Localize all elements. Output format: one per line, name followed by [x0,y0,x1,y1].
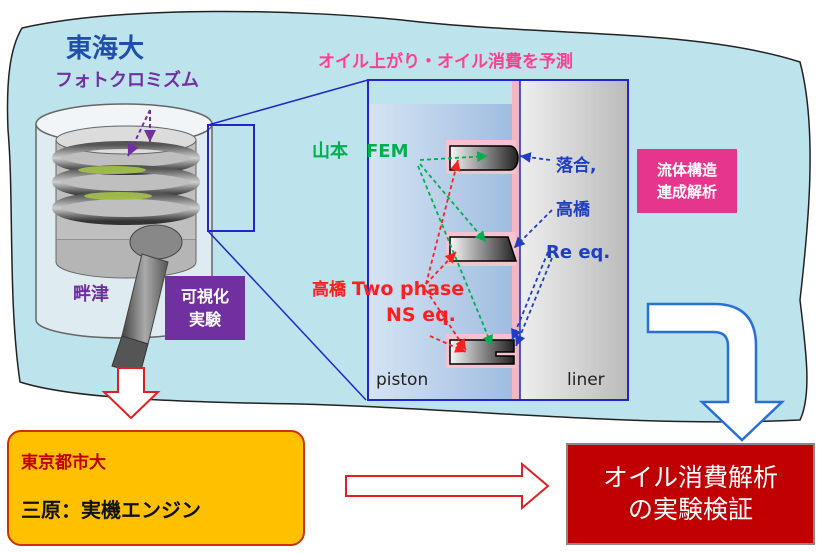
ring-cross-section [367,79,629,401]
zoom-window [207,124,255,232]
reynolds-eq-label: Re eq. [546,242,611,263]
fem-arrows [417,151,493,347]
fluid-structure-line-1: 流体構造 [656,160,717,179]
tcu-engine-box: 東京都市大 三原：実機エンジン [7,430,305,546]
takahashi-label-right: 高橋 [556,200,590,220]
takahashi-two-phase-label: 高橋 Two phase [312,280,464,299]
reynolds-arrows [511,152,553,347]
down-arrow [101,367,161,420]
tokai-label: 東海大 [66,34,145,64]
tcu-title: 東京都市大 [21,453,106,473]
ns-eq-label: NS eq. [386,304,456,326]
yamamoto-fem-label: 山本 FEM [312,141,409,162]
two-phase-label: Two phase [351,278,465,300]
visualization-line-2: 実験 [188,310,221,329]
hahatsu-label: 畔津 [73,284,109,305]
piston-label: piston [376,370,429,390]
oil-validation-line-1: オイル消費解析 [602,462,778,492]
tcu-subtitle: 三原：実機エンジン [21,498,201,522]
visualization-experiment-box: 可視化 実験 [165,276,245,340]
two-phase-arrows [425,159,467,353]
takahashi-label-left: 高橋 [312,280,346,300]
curved-arrow [646,302,786,442]
ochiai-label: 落合, [556,156,597,176]
fluid-structure-box: 流体構造 連成解析 [637,149,737,213]
photochromism-label: フォトクロミズム [55,70,199,91]
piston-illustration [52,109,200,375]
right-arrow [345,461,550,511]
oil-validation-box: オイル消費解析 の実験検証 [566,443,815,545]
oil-validation-line-2: の実験検証 [627,495,753,524]
prediction-heading: オイル上がり・オイル消費を予測 [318,52,573,72]
fluid-structure-line-2: 連成解析 [656,183,717,201]
visualization-line-1: 可視化 [180,286,229,306]
oil-film-marks [78,166,152,200]
liner-label: liner [567,370,605,390]
